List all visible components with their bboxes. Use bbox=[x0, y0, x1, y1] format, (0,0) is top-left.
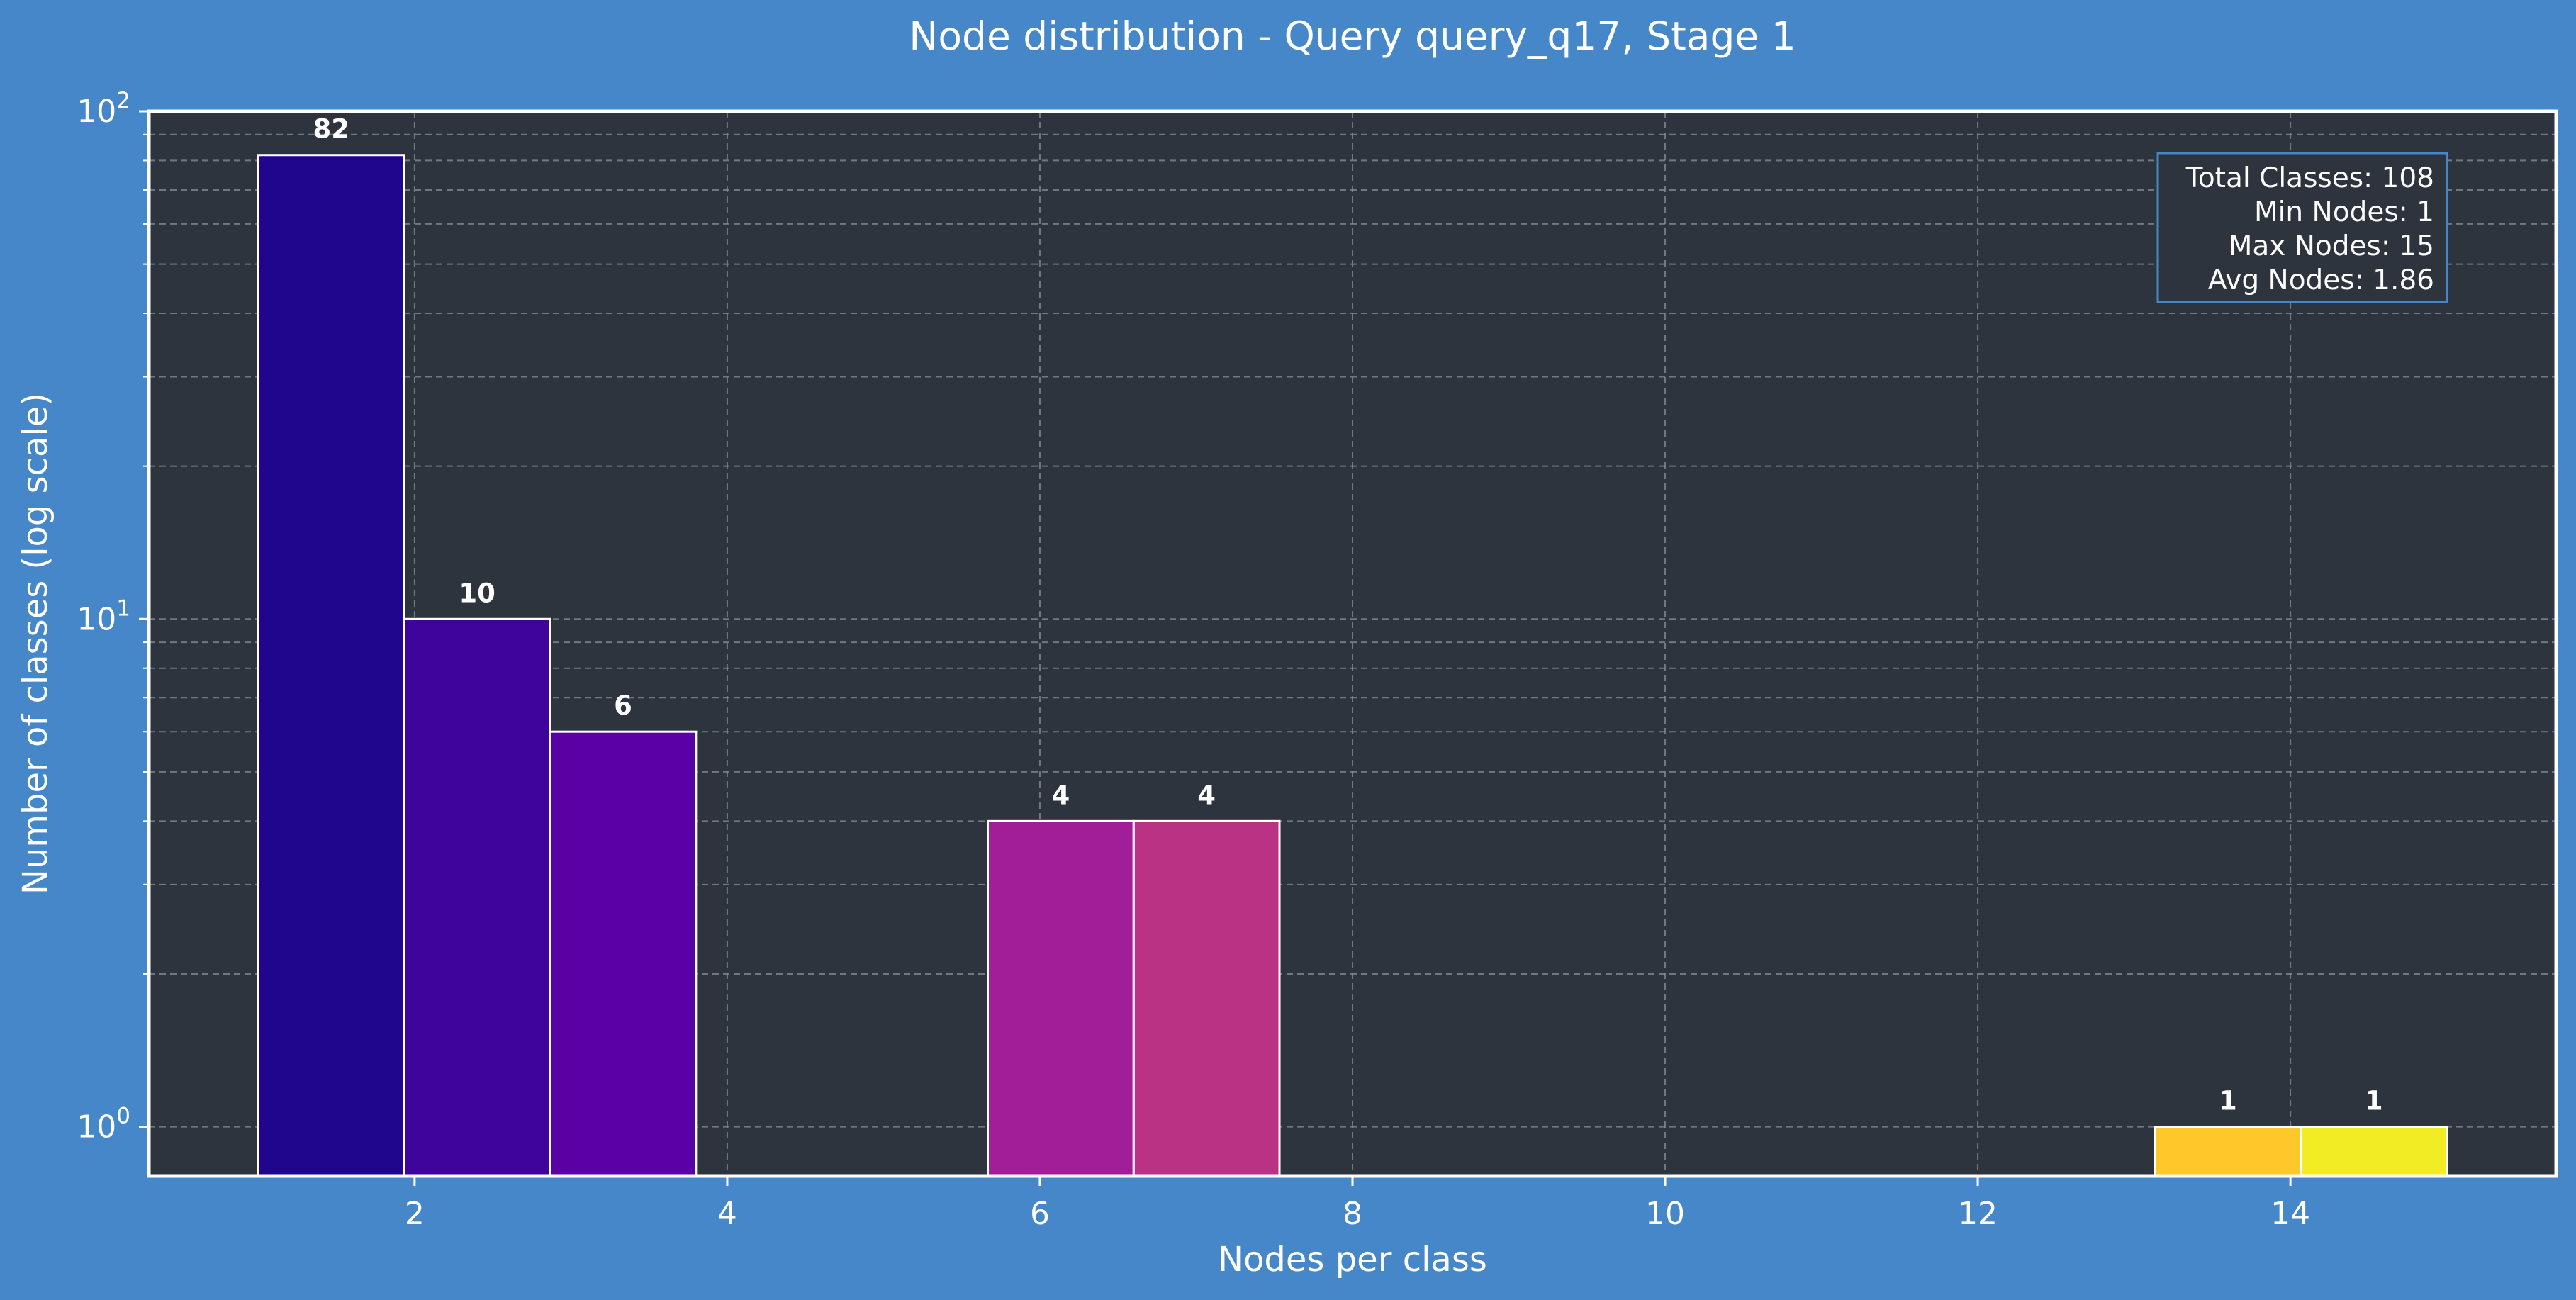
bar bbox=[403, 617, 551, 1177]
x-axis-ticks: 2 4 6 8 10 12 14 bbox=[405, 1176, 2310, 1232]
bar bbox=[1132, 819, 1281, 1177]
y-tick-label: 100 bbox=[77, 1104, 130, 1145]
x-tick-label: 2 bbox=[405, 1196, 425, 1232]
x-tick-label: 4 bbox=[717, 1196, 737, 1232]
bar-value-label: 1 bbox=[2219, 1086, 2237, 1116]
stats-max-nodes: Max Nodes: 15 bbox=[2229, 230, 2434, 262]
bar-value-label: 1 bbox=[2365, 1086, 2383, 1116]
stats-box-frame bbox=[2156, 152, 2448, 303]
bar-value-label: 6 bbox=[614, 690, 632, 721]
x-tick-label: 10 bbox=[1645, 1196, 1685, 1232]
bar-value-label: 4 bbox=[1052, 780, 1070, 810]
y-axis-ticks: 100 101 102 bbox=[77, 88, 149, 1145]
x-tick-label: 14 bbox=[2270, 1196, 2310, 1232]
bar bbox=[987, 819, 1135, 1177]
bar bbox=[2154, 1126, 2302, 1177]
x-tick-label: 12 bbox=[1958, 1196, 1998, 1232]
bar-labels: 82 10 6 4 4 1 1 bbox=[313, 114, 2382, 1116]
bar bbox=[2300, 1126, 2448, 1177]
stats-avg-nodes: Avg Nodes: 1.86 bbox=[2208, 264, 2434, 296]
stats-min-nodes: Min Nodes: 1 bbox=[2254, 196, 2434, 228]
stats-box: Total Classes: 108 Min Nodes: 1 Max Node… bbox=[2156, 152, 2448, 303]
x-tick-label: 6 bbox=[1030, 1196, 1050, 1232]
y-axis-label: Number of classes (log scale) bbox=[16, 393, 55, 895]
x-tick-label: 8 bbox=[1343, 1196, 1362, 1232]
y-tick-label: 102 bbox=[77, 88, 130, 130]
y-tick-label: 101 bbox=[77, 595, 130, 637]
bar-value-label: 4 bbox=[1197, 780, 1216, 810]
bar-value-label: 82 bbox=[313, 114, 349, 145]
x-axis-label: Nodes per class bbox=[1218, 1240, 1487, 1279]
bar bbox=[549, 730, 698, 1177]
stats-total-classes: Total Classes: 108 bbox=[2185, 162, 2434, 194]
bar bbox=[257, 154, 405, 1177]
bar-value-label: 10 bbox=[459, 578, 495, 608]
bars bbox=[257, 154, 2448, 1177]
chart-title: Node distribution - Query query_q17, Sta… bbox=[909, 13, 1796, 59]
